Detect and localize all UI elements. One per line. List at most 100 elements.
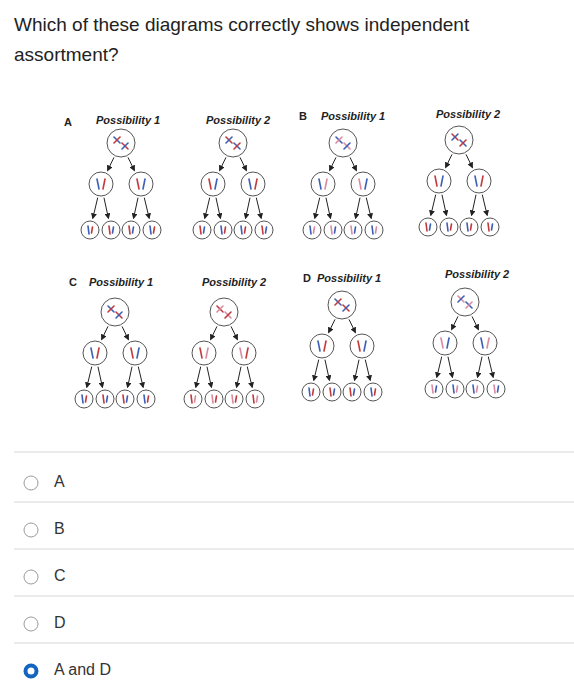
chromosome xyxy=(225,312,231,318)
chromosome xyxy=(488,223,489,231)
arrow xyxy=(365,360,370,381)
panel-letter: D xyxy=(303,272,311,284)
arrow xyxy=(446,154,452,167)
chromosome xyxy=(371,388,372,396)
chromosome xyxy=(262,226,263,234)
question-title: Which of these diagrams correctly shows … xyxy=(14,10,554,70)
chromosome xyxy=(481,176,483,186)
chromosome xyxy=(92,227,93,233)
cell-circle xyxy=(246,390,264,408)
arrow xyxy=(247,367,252,388)
chromosome xyxy=(453,385,454,393)
arrow xyxy=(448,357,452,378)
chromosome xyxy=(103,179,105,189)
chromosome xyxy=(240,348,242,358)
chromosome xyxy=(209,179,211,189)
chromosome xyxy=(372,226,373,234)
radio-button xyxy=(24,617,38,631)
cell-circle xyxy=(241,172,265,196)
chromosome xyxy=(215,179,217,189)
chromosome xyxy=(116,312,122,318)
possibility-label: Possibility 2 xyxy=(202,276,266,288)
chromosome xyxy=(131,348,133,358)
arrow xyxy=(122,326,128,339)
cell-circle xyxy=(123,341,147,365)
chromosome xyxy=(116,312,122,318)
cell-circle xyxy=(201,172,225,196)
chromosome xyxy=(200,348,202,358)
chromosome xyxy=(212,395,213,403)
arrow xyxy=(207,367,211,388)
arrow xyxy=(102,326,108,339)
cell-circle xyxy=(446,380,464,398)
arrow xyxy=(478,357,482,378)
arrow xyxy=(472,195,476,216)
chromosome xyxy=(108,306,114,312)
cell-circle xyxy=(451,288,479,316)
chromosome xyxy=(460,140,466,146)
arrow xyxy=(488,357,493,378)
chromosome xyxy=(365,179,367,189)
chromosome xyxy=(122,143,128,149)
arrow xyxy=(98,367,102,388)
cell-circle xyxy=(219,129,247,157)
chromosome xyxy=(137,179,139,189)
chromosome xyxy=(351,226,352,234)
cell-circle xyxy=(143,221,161,239)
chromosome xyxy=(88,226,89,234)
chromosome xyxy=(253,395,254,403)
chromosome xyxy=(91,348,93,358)
row-separator xyxy=(14,549,574,550)
cell-circle xyxy=(364,383,382,401)
panel-letter: B xyxy=(299,110,307,122)
cell-circle xyxy=(329,129,357,157)
chromosome xyxy=(335,227,336,233)
panel-letter: C xyxy=(69,276,77,288)
chromosome xyxy=(467,223,468,231)
chromosome xyxy=(452,134,458,140)
possibility-label: Possibility 2 xyxy=(445,268,509,280)
chromosome xyxy=(358,341,360,351)
chromosome xyxy=(426,223,427,231)
chromosome xyxy=(114,137,120,143)
chromosome xyxy=(241,226,242,234)
chromosome xyxy=(97,348,99,358)
arrow xyxy=(93,198,98,219)
chromosome xyxy=(343,305,349,311)
arrow xyxy=(442,195,446,216)
chromosome xyxy=(441,176,443,186)
chromosome xyxy=(314,227,315,233)
chromosome xyxy=(435,176,437,186)
chromosome xyxy=(355,227,356,233)
chromosome xyxy=(481,338,483,348)
chromosome xyxy=(232,395,233,403)
arrow xyxy=(144,198,149,219)
arrow xyxy=(482,195,487,216)
answer-option: D xyxy=(54,614,66,632)
cell-circle xyxy=(129,172,153,196)
arrow xyxy=(128,157,134,170)
chromosome xyxy=(82,395,83,403)
cell-circle xyxy=(81,221,99,239)
arrow xyxy=(314,360,319,381)
chromosome xyxy=(200,226,201,234)
arrow xyxy=(246,198,250,219)
chromosome xyxy=(325,179,327,189)
arrow xyxy=(240,157,246,170)
arrow xyxy=(472,316,478,329)
chromosome xyxy=(331,226,332,234)
cell-circle xyxy=(192,341,216,365)
chromosome xyxy=(344,143,350,149)
chromosome xyxy=(375,389,376,395)
cell-circle xyxy=(324,221,342,239)
radio-selected xyxy=(26,666,37,677)
chromosome xyxy=(191,395,192,403)
chromosome xyxy=(376,227,377,233)
cell-circle xyxy=(365,221,383,239)
chromosome xyxy=(466,302,472,308)
arrow xyxy=(231,326,237,339)
cell-circle xyxy=(311,172,335,196)
cell-circle xyxy=(445,126,473,154)
cell-circle xyxy=(205,390,223,408)
row-separator xyxy=(14,502,574,503)
